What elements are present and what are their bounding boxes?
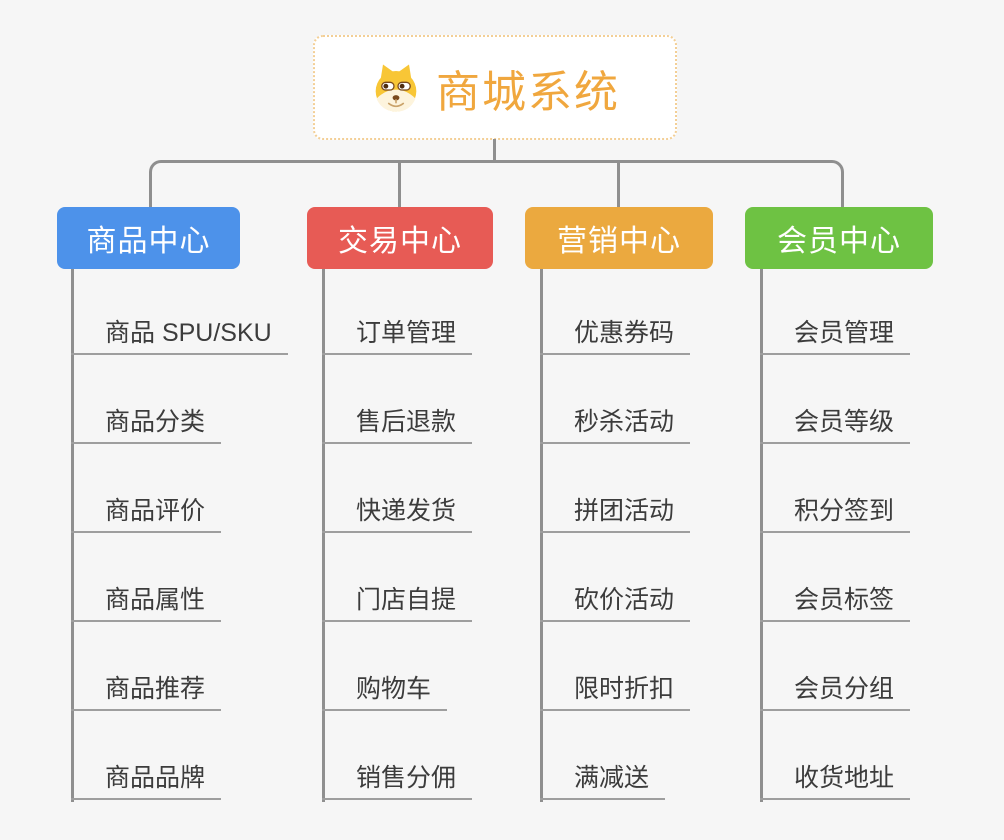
branch-node-product-center[interactable]: 商品中心 — [57, 207, 240, 269]
branch-spine-line — [540, 269, 543, 802]
leaf-node[interactable]: 商品推荐 — [71, 673, 222, 711]
leaf-node[interactable]: 售后退款 — [322, 406, 473, 444]
leaf-node[interactable]: 会员分组 — [760, 673, 911, 711]
leaf-node[interactable]: 满减送 — [540, 762, 666, 800]
leaf-node[interactable]: 收货地址 — [760, 762, 911, 800]
leaf-node[interactable]: 购物车 — [322, 673, 448, 711]
leaf-node[interactable]: 优惠券码 — [540, 317, 691, 355]
leaf-node[interactable]: 商品属性 — [71, 584, 222, 622]
leaf-node[interactable]: 积分签到 — [760, 495, 911, 533]
connector-branch-stem-3 — [617, 160, 620, 207]
branch-node-trade-center[interactable]: 交易中心 — [307, 207, 493, 269]
connector-bus — [149, 160, 844, 207]
branch-spine-line — [760, 269, 763, 802]
leaf-node[interactable]: 商品分类 — [71, 406, 222, 444]
leaf-node[interactable]: 订单管理 — [322, 317, 473, 355]
branch-node-member-center[interactable]: 会员中心 — [745, 207, 933, 269]
leaf-node[interactable]: 限时折扣 — [540, 673, 691, 711]
leaf-node[interactable]: 砍价活动 — [540, 584, 691, 622]
branch-spine-line — [71, 269, 74, 802]
leaf-node[interactable]: 商品 SPU/SKU — [71, 317, 288, 355]
connector-branch-stem-2 — [398, 160, 401, 207]
leaf-node[interactable]: 快递发货 — [322, 495, 473, 533]
connector-root-stem — [493, 139, 496, 163]
branch-node-marketing-center[interactable]: 营销中心 — [525, 207, 713, 269]
branch-spine-line — [322, 269, 325, 802]
leaf-node[interactable]: 商品评价 — [71, 495, 222, 533]
leaf-node[interactable]: 会员等级 — [760, 406, 911, 444]
leaf-node[interactable]: 会员管理 — [760, 317, 911, 355]
leaf-node[interactable]: 销售分佣 — [322, 762, 473, 800]
leaf-node[interactable]: 门店自提 — [322, 584, 473, 622]
leaf-node[interactable]: 秒杀活动 — [540, 406, 691, 444]
root-title: 商城系统 — [436, 67, 620, 117]
leaf-node[interactable]: 会员标签 — [760, 584, 911, 622]
leaf-node[interactable]: 拼团活动 — [540, 495, 691, 533]
dog-face-icon — [370, 62, 422, 114]
leaf-node[interactable]: 商品品牌 — [71, 762, 222, 800]
mindmap-root-node[interactable]: 商城系统 — [313, 35, 677, 140]
